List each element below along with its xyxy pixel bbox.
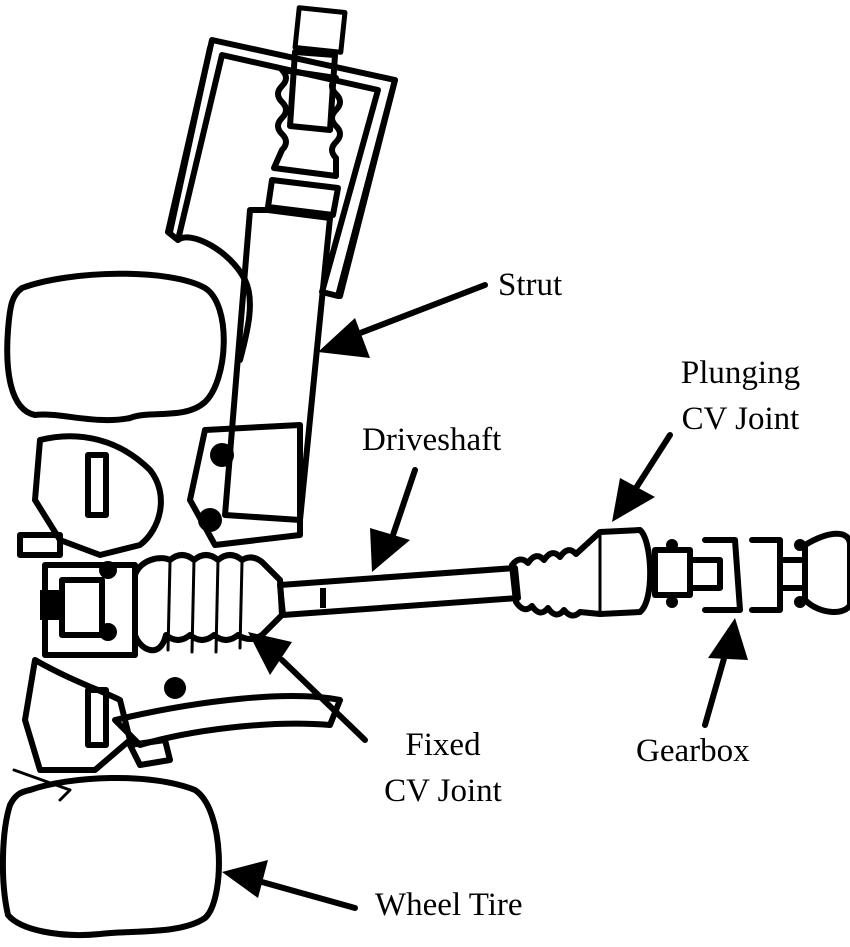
upper-tire <box>4 270 227 424</box>
label-fixed-line2: CV Joint <box>384 773 502 809</box>
plunging-cv-joint <box>509 527 654 619</box>
arrow-strut <box>318 282 488 358</box>
arrow-fixed <box>248 632 368 743</box>
arrow-wheel-tire <box>222 860 358 911</box>
label-plunging-line2: CV Joint <box>681 401 800 437</box>
hub-assembly <box>12 433 343 802</box>
label-fixed-cv-joint: Fixed CV Joint <box>368 722 518 814</box>
lower-tire <box>0 775 222 939</box>
driveshaft <box>277 565 521 618</box>
label-fixed-line1: Fixed <box>405 727 481 763</box>
label-driveshaft: Driveshaft <box>362 422 502 458</box>
label-plunging-cv-joint: Plunging CV Joint <box>668 350 813 442</box>
label-wheel-tire: Wheel Tire <box>375 887 523 923</box>
label-gearbox: Gearbox <box>636 733 750 769</box>
gearbox <box>652 530 850 615</box>
strut-assembly <box>165 5 398 548</box>
label-plunging-line1: Plunging <box>680 355 801 391</box>
arrow-driveshaft <box>370 467 418 572</box>
arrow-plunging <box>612 432 673 522</box>
label-strut: Strut <box>498 267 563 303</box>
arrow-gearbox <box>702 618 748 728</box>
